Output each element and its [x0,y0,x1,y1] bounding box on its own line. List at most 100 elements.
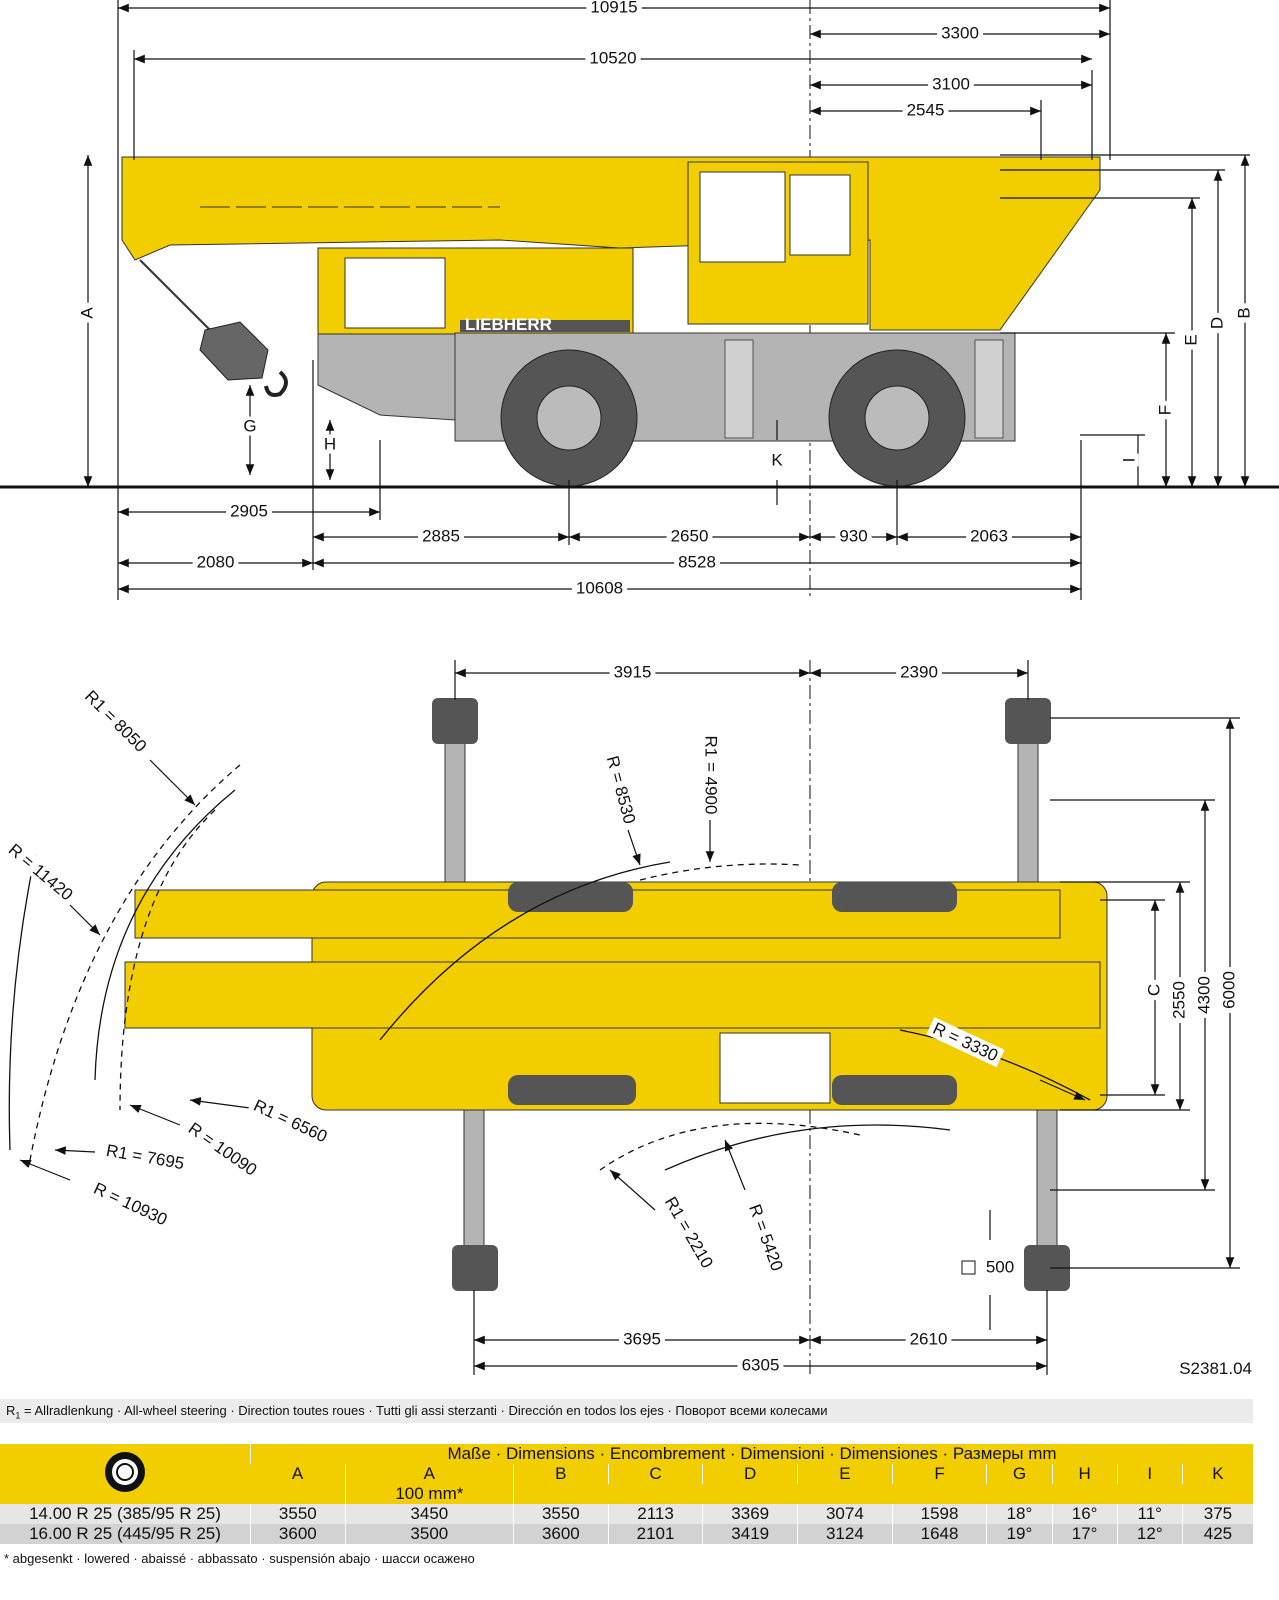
table-cell: 3419 [702,1524,798,1544]
label-background [966,526,1012,546]
table-cell: 1598 [891,1504,987,1524]
label-background [928,74,974,94]
dimension-label: 6305 [742,1355,780,1374]
radius-label: R = 10930 [91,1179,171,1230]
dimension-label: D [1207,317,1226,329]
label-background [78,683,154,759]
table-cell: 11° [1116,1504,1183,1524]
dimension-label: 2550 [1169,981,1188,1019]
dimension-label: 3695 [623,1329,661,1348]
label-background [77,302,97,323]
radius-label: R = 5420 [745,1202,787,1274]
dimension-line [129,1104,181,1126]
dimensions-table: Maße · Dimensions · Encombrement · Dimen… [0,1444,1253,1544]
label-background [239,416,261,436]
outrigger-rear-right [1036,1099,1058,1271]
label-background [743,1197,789,1278]
note-symbol: R [6,1403,16,1418]
label-background [767,450,788,470]
dimension-label: 10608 [576,578,623,597]
label-background [937,23,983,43]
dimension-label: B [1234,307,1253,318]
dimension-label: H [324,434,336,453]
label-background [1194,972,1214,1018]
label-background [571,578,628,598]
hook-block [199,321,269,381]
dimension-label: F [1155,405,1174,415]
dimension-label: 10915 [590,0,637,16]
radius-label: R1 = 7695 [105,1141,186,1173]
dimension-label: 500 [986,1257,1014,1276]
column-header: I [1116,1464,1183,1484]
label-background [619,1329,665,1349]
dimension-label: C [1144,984,1163,996]
outrigger-front-right [463,1099,485,1271]
dimension-label: 6000 [1219,971,1238,1009]
dimension-label: 2390 [900,662,938,681]
label-background [1181,330,1201,350]
square-symbol [961,1260,976,1275]
column-header: B [513,1464,609,1484]
column-header: E [797,1464,893,1484]
table-cell: 3550 [250,1504,346,1524]
label-background [658,1190,719,1275]
a-lowered-note: 100 mm* [344,1484,514,1504]
column-header: F [891,1464,987,1484]
radius-label: R = 10090 [185,1119,261,1180]
table-cell: 2101 [607,1524,703,1544]
dimension-label: 8528 [678,552,716,571]
table-cell: 1648 [891,1524,987,1544]
label-background [1169,977,1189,1023]
label-background [247,1094,334,1149]
table-cell: 3074 [797,1504,893,1524]
dimension-label: K [771,450,783,469]
column-header: A [344,1464,514,1484]
crane-top-view [124,698,1108,1291]
column-header: C [607,1464,703,1484]
label-background [1234,303,1254,323]
dimension-label: 10520 [589,48,636,67]
dimension-label: 2650 [671,526,709,545]
dimension-line [627,829,641,866]
turning-arcs [8,764,1091,1171]
dimension-label: G [243,416,256,435]
dimension-label: 4300 [1194,976,1213,1014]
label-background [1144,979,1164,1001]
dimension-label: 2610 [910,1329,948,1348]
radius-label: R = 11420 [5,840,77,904]
column-header: K [1181,1464,1253,1484]
dimension-label: 2080 [197,552,235,571]
label-background [1119,453,1139,467]
table-cell: 12° [1116,1524,1183,1544]
table-cell: 18° [986,1504,1053,1524]
dimension-line [54,1146,96,1155]
label-background [1,837,80,908]
label-background [1219,967,1239,1013]
label-background [87,1177,174,1232]
tyre-size: 16.00 R 25 (445/95 R 25) [0,1524,251,1544]
hook [264,370,288,397]
dimension-label: I [1119,458,1138,463]
label-background [226,501,272,521]
liebherr-logo: LIEBHERR [465,315,552,334]
table-cell: 17° [1051,1524,1118,1544]
label-background [609,662,656,682]
column-header: D [702,1464,798,1484]
column-header: H [1051,1464,1118,1484]
dimension-line [724,1139,746,1191]
drawing-code: S2381.04 [1179,1359,1252,1378]
tyre-icon-cell [0,1444,251,1504]
dimension-label: 3300 [941,23,979,42]
label-background [1155,400,1175,420]
dimension-line [69,904,101,936]
table-cell: 3550 [513,1504,609,1524]
table-cell: 3450 [344,1504,514,1524]
dimension-line [609,1169,656,1211]
label-background [418,526,464,546]
radius-label: R1 = 2210 [661,1194,717,1272]
table-cell: 19° [986,1524,1053,1544]
